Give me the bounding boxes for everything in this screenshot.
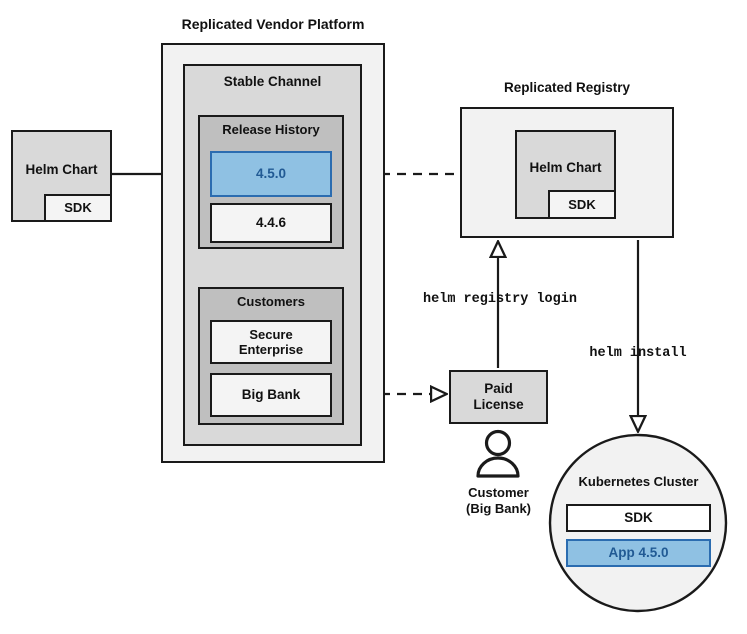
cluster-item-app[interactable]: App 4.5.0: [566, 539, 711, 567]
customer-item-secure-enterprise[interactable]: Secure Enterprise: [210, 320, 332, 364]
customer-item-label: Big Bank: [241, 387, 301, 403]
registry-sdk-label: SDK: [568, 196, 596, 212]
customer-caption: Customer (Big Bank): [415, 485, 582, 518]
release-item-label: 4.4.6: [255, 215, 287, 231]
source-sdk-label: SDK: [64, 200, 92, 216]
release-item-4-5-0[interactable]: 4.5.0: [210, 151, 332, 197]
customer-caption-line2: (Big Bank): [466, 501, 531, 517]
customer-item-label: Secure Enterprise: [239, 327, 303, 358]
customer-caption-line1: Customer: [468, 485, 529, 500]
kubernetes-cluster-title: Kubernetes Cluster: [578, 474, 699, 489]
command-label-helm-install: helm install: [589, 346, 687, 361]
release-item-4-4-6[interactable]: 4.4.6: [210, 203, 332, 243]
customers-title: Customers: [237, 294, 305, 309]
person-icon: [476, 429, 520, 478]
release-item-label: 4.5.0: [255, 166, 287, 182]
stable-channel-title: Stable Channel: [223, 74, 322, 89]
platform-title: Replicated Vendor Platform: [181, 16, 365, 32]
customer-item-big-bank[interactable]: Big Bank: [210, 373, 332, 417]
cluster-item-label: SDK: [624, 510, 653, 526]
customer-item-label-line1: Secure: [249, 326, 293, 342]
source-sdk-box[interactable]: SDK: [44, 194, 112, 222]
source-helm-chart-label: Helm Chart: [25, 162, 98, 177]
replicated-registry-title: Replicated Registry: [503, 80, 631, 95]
paid-license-label-line2: License: [473, 397, 524, 412]
registry-sdk-box[interactable]: SDK: [548, 190, 616, 219]
command-label-registry-login: helm registry login: [423, 292, 577, 307]
customer-item-label-line2: Enterprise: [238, 342, 304, 357]
paid-license-label-line1: Paid: [484, 381, 513, 397]
cluster-item-label: App 4.5.0: [608, 545, 669, 561]
registry-helm-chart-label: Helm Chart: [529, 160, 602, 175]
release-history-title: Release History: [222, 122, 320, 137]
cluster-item-sdk[interactable]: SDK: [566, 504, 711, 532]
paid-license-label: Paid License: [473, 381, 523, 413]
paid-license-box[interactable]: Paid License: [449, 370, 548, 424]
